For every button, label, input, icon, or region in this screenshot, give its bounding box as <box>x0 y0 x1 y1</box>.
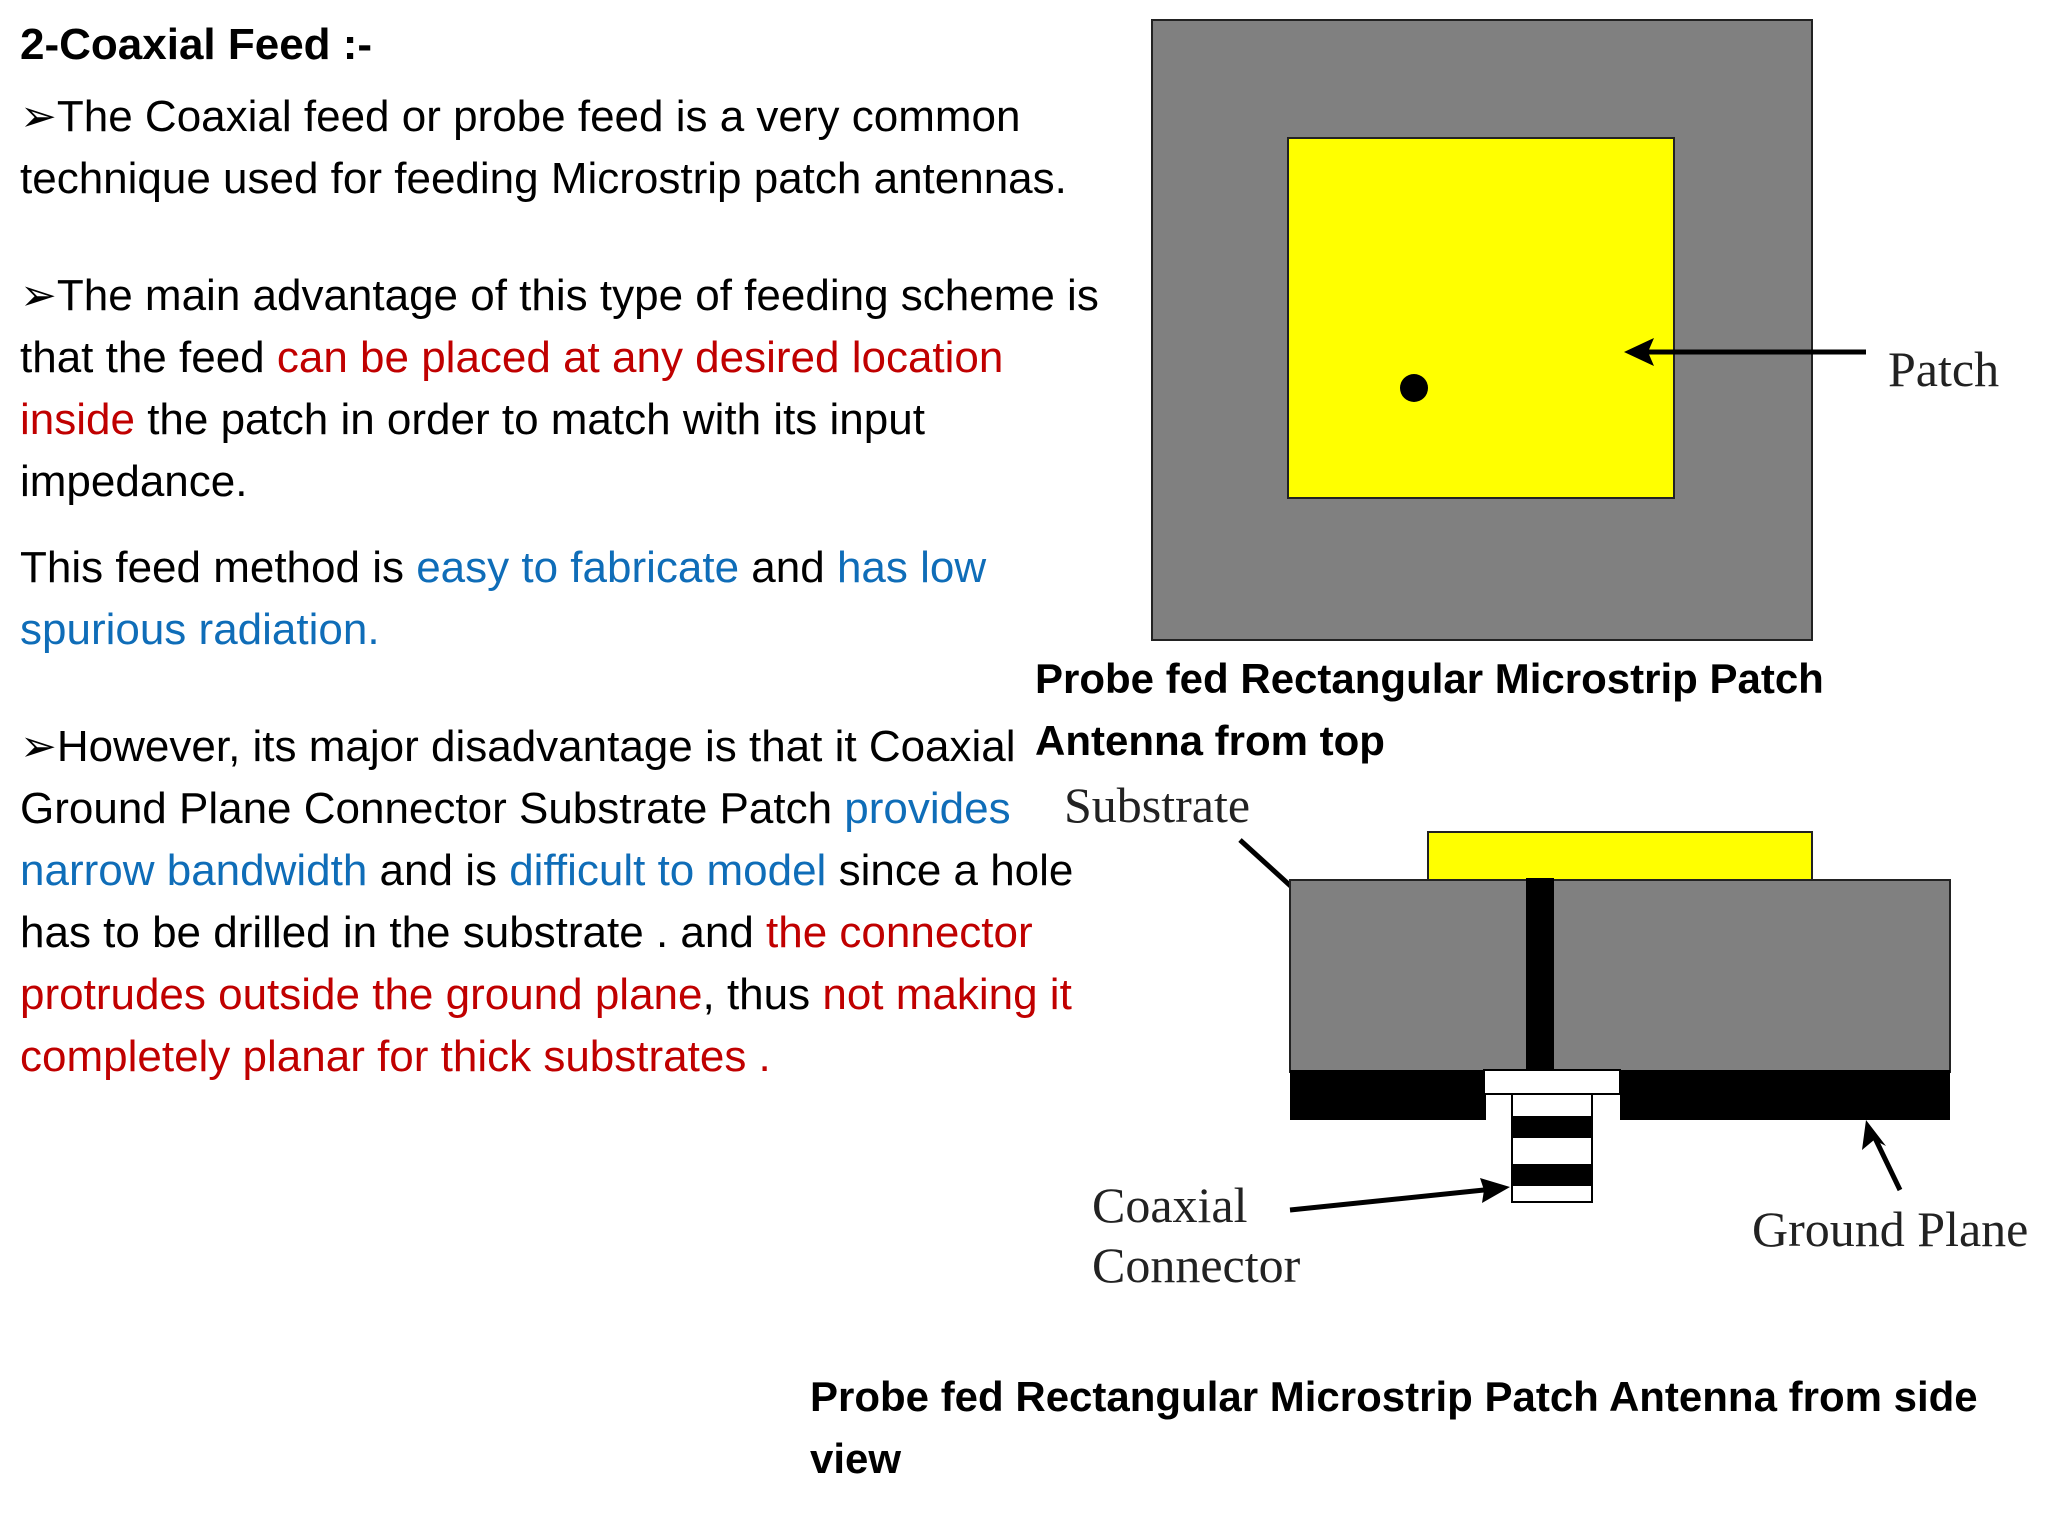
label-ground-plane: Ground Plane <box>1752 1201 2028 1257</box>
highlight-red: the connector protrudes outside the grou… <box>20 908 1033 1019</box>
bullet-arrow-icon: ➢ <box>20 722 57 771</box>
patch-square <box>1287 137 1675 499</box>
side-patch <box>1427 831 1813 883</box>
label-connector: Connector <box>1092 1237 1301 1293</box>
probe-pin <box>1526 878 1554 1072</box>
caption-top-view: Probe fed Rectangular Microstrip Patch A… <box>1035 655 1824 764</box>
label-coaxial: Coaxial <box>1092 1177 1248 1233</box>
ground-plane-right <box>1620 1070 1950 1120</box>
highlight-blue: easy to fabricate <box>416 543 740 592</box>
highlight-red: can be placed at any desired location in… <box>20 333 1004 444</box>
ground-arrow-icon <box>1862 1120 1886 1150</box>
side-substrate <box>1289 879 1951 1073</box>
ground-arrow-line <box>1871 1134 1903 1192</box>
text-column: 2-Coaxial Feed :- ➢The Coaxial feed or p… <box>20 14 1100 1088</box>
bullet-arrow-icon: ➢ <box>20 271 57 320</box>
coaxial-arrow-line <box>1289 1187 1485 1213</box>
connector-flange <box>1483 1069 1621 1095</box>
highlight-blue: difficult to model <box>509 846 827 895</box>
bullet-arrow-icon: ➢ <box>20 92 57 141</box>
highlight-red: not making it completely planar for thic… <box>20 970 1072 1081</box>
feed-point-dot <box>1400 374 1428 402</box>
paragraph-fabrication: This feed method is easy to fabricate an… <box>20 543 987 654</box>
highlight-blue: provides narrow bandwidth <box>20 784 1011 895</box>
highlight-blue: has low spurious radiation. <box>20 543 987 654</box>
label-patch: Patch <box>1888 341 1999 397</box>
patch-arrow-icon <box>1624 338 1654 366</box>
paragraph-disadvantage: ➢However, its major disadvantage is that… <box>20 722 1074 1081</box>
paragraph-advantage: ➢The main advantage of this type of feed… <box>20 271 1099 506</box>
section-heading: 2-Coaxial Feed :- <box>20 20 373 69</box>
connector-band <box>1512 1116 1592 1138</box>
label-substrate: Substrate <box>1064 777 1250 833</box>
side-view-diagram: Substrate Coaxial Connector Ground Plane <box>1064 777 2028 1293</box>
caption-side-view: Probe fed Rectangular Microstrip Patch A… <box>810 1373 1978 1482</box>
top-view-diagram: Patch <box>1151 19 1999 641</box>
ground-plane-left <box>1290 1070 1486 1120</box>
paragraph-coaxial-intro: ➢The Coaxial feed or probe feed is a ver… <box>20 92 1067 203</box>
connector-band <box>1512 1164 1592 1186</box>
coaxial-arrow-icon <box>1480 1178 1510 1203</box>
